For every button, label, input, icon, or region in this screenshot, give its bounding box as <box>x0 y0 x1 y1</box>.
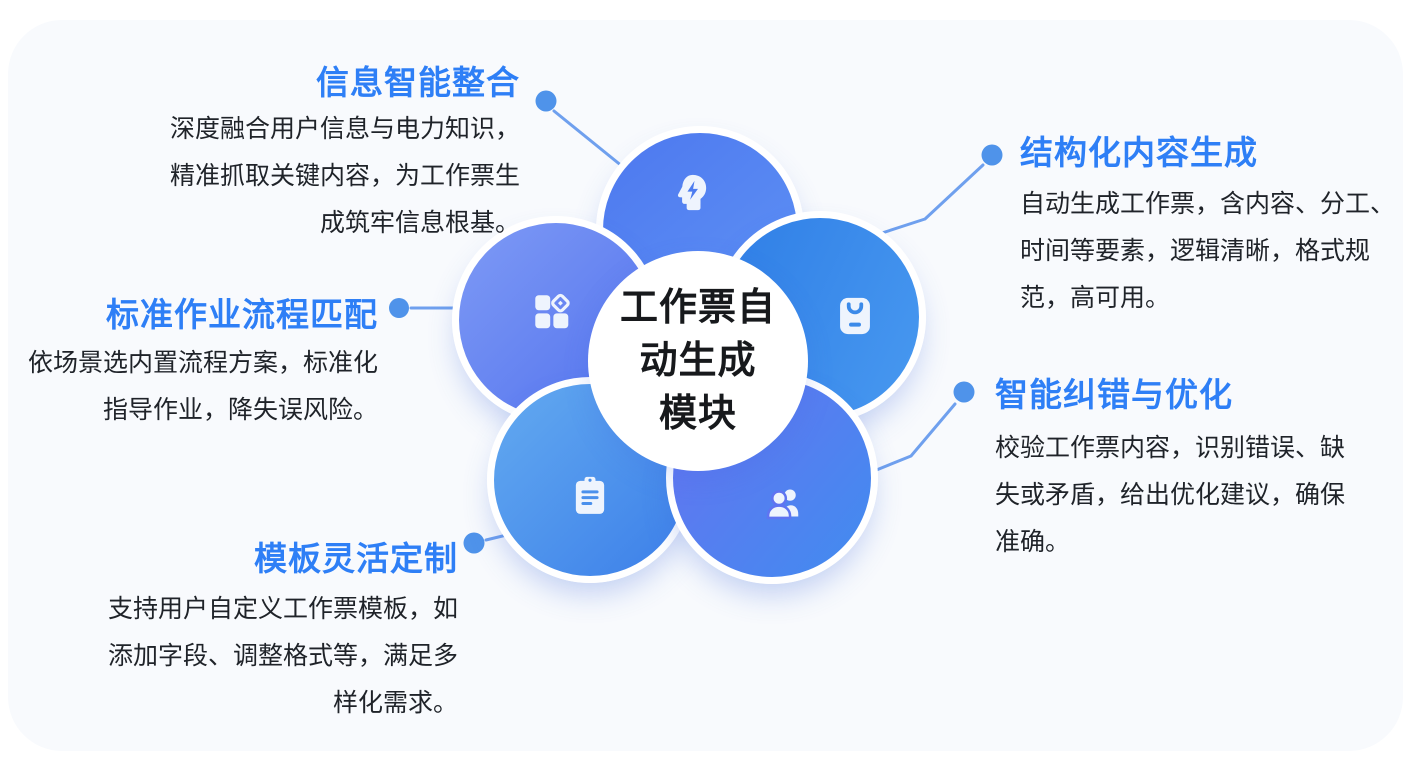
section-desc-line: 时间等要素，逻辑清晰，格式规 <box>1020 237 1371 265</box>
connector-dot-workflow <box>389 298 409 318</box>
section-desc-line: 添加字段、调整格式等，满足多 <box>107 642 458 670</box>
section-desc-error-correction: 校验工作票内容，识别错误、缺 失或矛盾，给出优化建议，确保 准确。 <box>995 425 1375 566</box>
section-title-structured-content: 结构化内容生成 <box>1020 134 1258 171</box>
section-desc-template-custom: 支持用户自定义工作票模板，如 添加字段、调整格式等，满足多 样化需求。 <box>96 586 458 727</box>
section-title-workflow-match: 标准作业流程匹配 <box>106 296 378 333</box>
section-title-info-integration: 信息智能整合 <box>316 64 520 101</box>
section-title-error-correction: 智能纠错与优化 <box>995 376 1233 413</box>
section-desc-line: 精准抓取关键内容，为工作票生 <box>169 162 520 190</box>
center-circle: 工作票自 动生成 模块 <box>588 251 808 471</box>
head-lightning-icon <box>677 174 707 211</box>
section-desc-info-integration: 深度融合用户信息与电力知识， 精准抓取关键内容，为工作票生 成筑牢信息根基。 <box>110 106 520 247</box>
center-title-line: 动生成 <box>639 339 757 382</box>
section-desc-workflow-match: 依场景选内置流程方案，标准化 指导作业，降失误风险。 <box>18 340 378 434</box>
connector-dot-info <box>535 90 557 112</box>
connector-line-error <box>872 402 957 473</box>
section-desc-line: 深度融合用户信息与电力知识， <box>169 115 520 143</box>
section-desc-line: 依场景选内置流程方案，标准化 <box>27 349 378 377</box>
clipboard-icon <box>575 476 605 514</box>
section-desc-line: 准确。 <box>995 528 1071 556</box>
section-desc-line: 指导作业，降失误风险。 <box>102 396 378 424</box>
section-desc-line: 样化需求。 <box>332 689 458 717</box>
section-desc-line: 支持用户自定义工作票模板，如 <box>107 595 458 623</box>
section-desc-structured-content: 自动生成工作票，含内容、分工、 时间等要素，逻辑清晰，格式规 范，高可用。 <box>1020 181 1408 322</box>
section-title-template-custom: 模板灵活定制 <box>254 540 458 577</box>
section-desc-line: 失或矛盾，给出优化建议，确保 <box>995 481 1346 509</box>
section-desc-line: 校验工作票内容，识别错误、缺 <box>995 434 1346 462</box>
center-title-line: 模块 <box>658 392 737 435</box>
connector-dot-structured <box>981 144 1003 166</box>
section-desc-line: 成筑牢信息根基。 <box>319 209 520 237</box>
ticket-bag-icon <box>840 297 870 335</box>
center-title-line: 工作票自 <box>619 286 776 329</box>
users-icon <box>766 489 799 520</box>
section-desc-line: 范，高可用。 <box>1020 284 1171 312</box>
section-desc-line: 自动生成工作票，含内容、分工、 <box>1020 190 1396 218</box>
connector-dot-error <box>953 381 975 403</box>
connector-dot-template <box>463 532 485 554</box>
modules-grid-icon <box>535 293 570 329</box>
connector-line-structured <box>880 163 985 235</box>
